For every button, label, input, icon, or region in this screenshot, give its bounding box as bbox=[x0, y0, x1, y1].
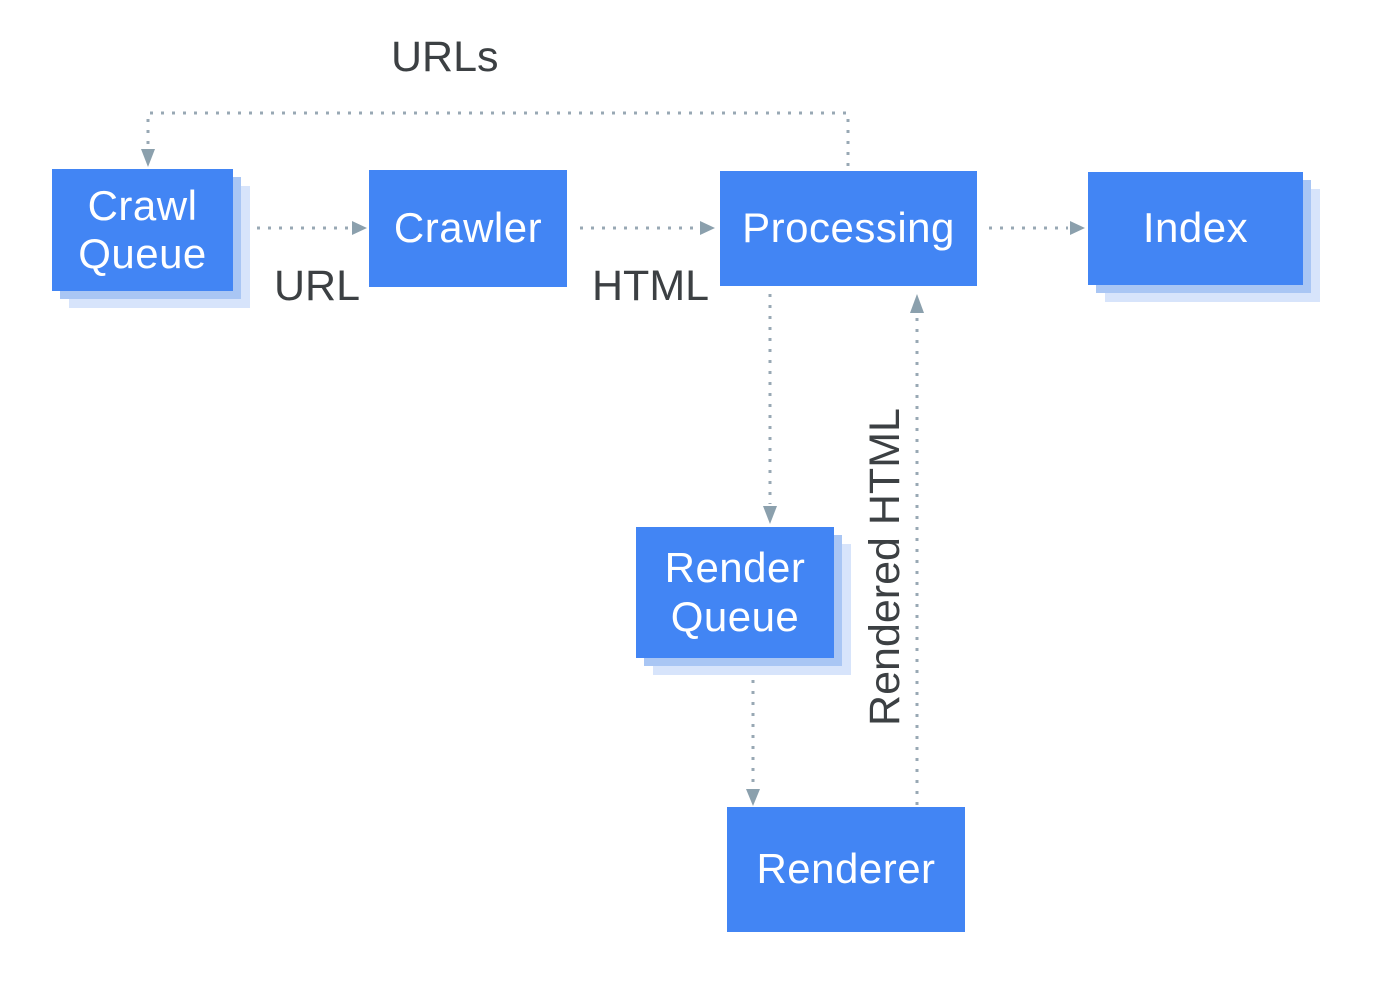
edge-processing-to-crawl-queue bbox=[146, 111, 850, 166]
node-processing: Processing bbox=[720, 171, 977, 286]
node-crawler-label: Crawler bbox=[393, 204, 543, 252]
node-renderer: Renderer bbox=[727, 807, 965, 932]
edge-label-urls: URLs bbox=[391, 33, 499, 81]
arrowhead-down-icon bbox=[763, 506, 777, 524]
node-index: Index bbox=[1088, 172, 1303, 285]
arrowhead-right-icon bbox=[700, 221, 715, 235]
node-processing-label: Processing bbox=[742, 204, 955, 252]
arrowhead-right-icon bbox=[1070, 221, 1085, 235]
edge-label-html: HTML bbox=[592, 262, 710, 310]
arrowhead-right-icon bbox=[352, 221, 367, 235]
arrowhead-down-icon bbox=[746, 789, 760, 806]
edge-label-url: URL bbox=[274, 262, 361, 310]
node-crawl-queue: Crawl Queue bbox=[52, 169, 233, 291]
arrowhead-up-icon bbox=[910, 294, 924, 313]
node-render-queue-label: Render Queue bbox=[664, 544, 806, 640]
node-crawler: Crawler bbox=[369, 170, 567, 287]
node-render-queue: Render Queue bbox=[636, 527, 834, 658]
node-crawl-queue-label: Crawl Queue bbox=[78, 181, 207, 277]
node-index-label: Index bbox=[1142, 204, 1249, 252]
arrowhead-down-icon bbox=[141, 149, 155, 167]
node-renderer-label: Renderer bbox=[756, 845, 936, 893]
edge-label-rendered-html: Rendered HTML bbox=[861, 408, 909, 726]
